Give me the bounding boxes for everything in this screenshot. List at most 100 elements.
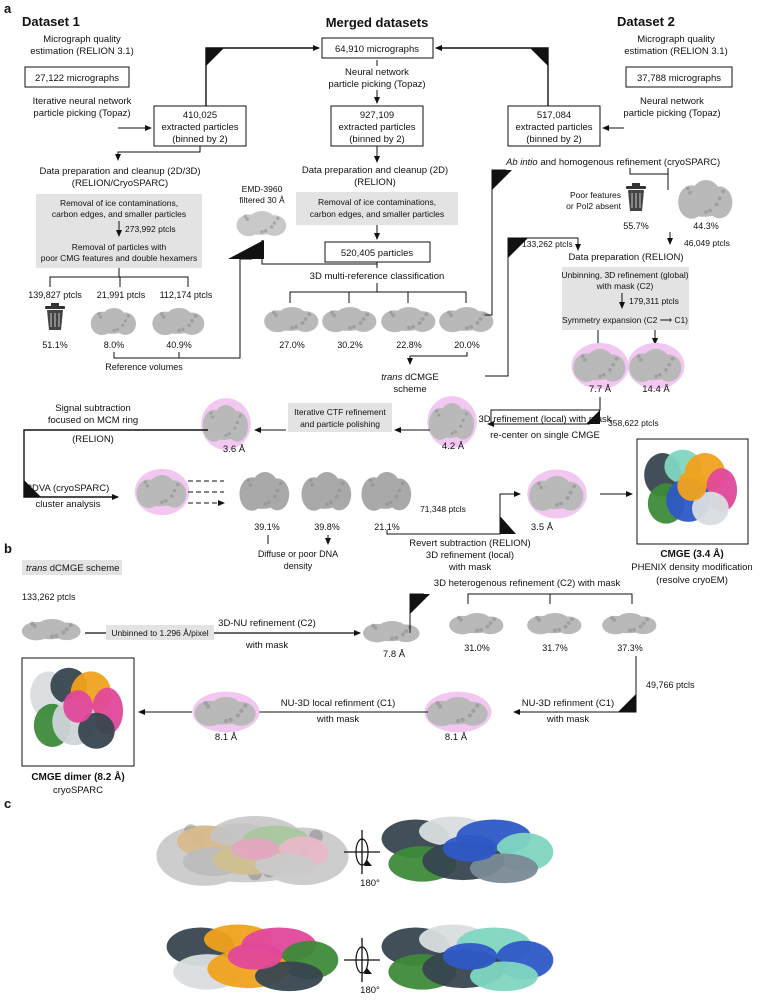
ds2-count-133262: 133,262 ptcls	[522, 239, 573, 249]
cls-pct-27: 27.0%	[279, 340, 305, 350]
merged-extracted-count: 927,109	[360, 110, 394, 121]
atomic-model	[166, 924, 339, 992]
b-nu-line1: 3D-NU refinement (C2)	[218, 618, 316, 629]
dimer-sub: cryoSPARC	[53, 785, 103, 796]
dva-dashed-arrows	[188, 480, 224, 503]
revert-line1: Revert subtraction (RELION)	[409, 538, 530, 549]
density-map	[90, 308, 136, 336]
cls-pct-200: 20.0%	[454, 340, 480, 350]
ctf-box	[288, 403, 392, 432]
ds1-pct-409: 40.9%	[166, 340, 192, 350]
abinitio-label: Ab intio and homogenous refinement (cryo…	[505, 157, 720, 168]
density-map	[427, 396, 477, 448]
density-map	[602, 613, 657, 635]
classification-bracket	[289, 283, 467, 303]
ds1-to-merged-arrow	[205, 45, 320, 106]
trash-icon	[626, 183, 646, 211]
dva-pct-391: 39.1%	[254, 522, 280, 532]
dimer-title: CMGE dimer (8.2 Å)	[31, 770, 124, 783]
ds1-cleanup-line1: Removal of ice contaminations,	[60, 198, 178, 208]
ds2-symmetry: Symmetry expansion (C2 ⟶ C1)	[562, 315, 688, 325]
ds1-extracted-bin: (binned by 2)	[172, 134, 227, 145]
b-pct-373: 37.3%	[617, 643, 643, 653]
density-map	[381, 307, 436, 333]
ds2-refine-box	[562, 267, 689, 330]
ds1-picking-line2: particle picking (Topaz)	[33, 108, 130, 119]
merged-cleanup-line2: carbon edges, and smaller particles	[310, 209, 444, 219]
revert-corner	[500, 516, 516, 534]
b-down-corner	[618, 694, 636, 712]
ctf-line1: Iterative CTF refinement	[294, 407, 386, 417]
ds1-count-21991: 21,991 ptcls	[97, 290, 146, 300]
to-trans-scheme-arrow	[407, 352, 468, 365]
dataset1-title: Dataset 1	[22, 14, 80, 29]
revert-line3: with mask	[448, 562, 491, 573]
density-map	[152, 308, 205, 336]
merged-prep-line1: Data preparation and cleanup (2D)	[302, 165, 448, 176]
res-36: 3.6 Å	[223, 444, 246, 455]
ds2-quality-line2: estimation (RELION 3.1)	[624, 46, 727, 57]
ds1-micrographs: 27,122 micrographs	[35, 73, 119, 84]
panel-label-a: a	[4, 1, 12, 16]
density-map	[21, 619, 81, 641]
ds2-count-179311: 179,311 ptcls	[629, 296, 679, 306]
density-map	[424, 691, 492, 733]
ds2-refine-line2: with mask (C2)	[596, 281, 654, 291]
density-map	[239, 472, 290, 511]
density-map	[449, 613, 504, 635]
b-pct-310: 31.0%	[464, 643, 490, 653]
ds2-extracted-count: 517,084	[537, 110, 571, 121]
cls-pct-228: 22.8%	[396, 340, 422, 350]
ds2-micrographs-box	[625, 66, 733, 88]
ds2-merge-corner	[530, 48, 548, 66]
b-pct-317: 31.7%	[542, 643, 568, 653]
loc-corner	[586, 410, 600, 424]
panel-label-c: c	[4, 796, 11, 811]
density-map	[527, 613, 582, 635]
ds1-pct-511: 51.1%	[42, 340, 68, 350]
emd-to-classification-line	[261, 240, 377, 265]
dva-down-arrows	[267, 535, 328, 544]
res-35: 3.5 Å	[531, 522, 554, 533]
atomic-model	[30, 667, 124, 749]
phenix-line2: (resolve cryoEM)	[656, 575, 728, 586]
ds1-prep-line1: Data preparation and cleanup (2D/3D)	[39, 166, 200, 177]
loc-refine-line2: re-center on single CMGE	[490, 430, 600, 441]
ds1-split-bracket	[49, 268, 189, 287]
ds2-pct-443: 44.3%	[693, 221, 719, 231]
ctf-line2: and particle polishing	[300, 419, 380, 429]
ds1-removal-line1: Removal of particles with	[72, 242, 167, 252]
dva-line2: cluster analysis	[36, 499, 101, 510]
scheme-label: trans dCMGE scheme	[26, 563, 119, 574]
panel-label-b: b	[4, 541, 12, 556]
signal-loop	[23, 429, 208, 500]
ds1-quality-line2: estimation (RELION 3.1)	[30, 46, 133, 57]
rotation-label-1: 180°	[360, 878, 380, 889]
ds1-extracted-count: 410,025	[183, 110, 217, 121]
density-map	[527, 469, 587, 519]
merged-particles: 520,405 particles	[341, 248, 414, 259]
merged-extracted-bin: (binned by 2)	[349, 134, 404, 145]
ds2-pct-557: 55.7%	[623, 221, 649, 231]
cls-pct-302: 30.2%	[337, 340, 363, 350]
b-nu4-line1: NU-3D local refinment (C1)	[281, 698, 396, 709]
density-map	[439, 307, 494, 333]
lower-count-358622: 358,622 ptcls	[608, 418, 659, 428]
dva-pct-211: 21.1%	[374, 522, 400, 532]
cmge-title: CMGE (3.4 Å)	[660, 547, 723, 560]
prep-corner	[508, 238, 528, 258]
density-map	[571, 342, 629, 390]
ds1-count-273992: 273,992 ptcls	[125, 224, 176, 234]
ds2-count-46049: 46,049 ptcls	[684, 238, 730, 248]
density-map	[301, 472, 352, 511]
b-nu4-line2: with mask	[316, 714, 359, 725]
density-map	[361, 472, 412, 511]
loc-refine-line	[490, 397, 601, 424]
merged-picking-line1: Neural network	[345, 67, 409, 78]
ref-corner	[228, 240, 264, 259]
ds1-extracted-box	[153, 105, 247, 147]
ds2-prep-label: Data preparation (RELION)	[568, 252, 683, 263]
merged-cleanup-box	[296, 192, 458, 225]
ds2-extracted-box	[507, 105, 601, 147]
